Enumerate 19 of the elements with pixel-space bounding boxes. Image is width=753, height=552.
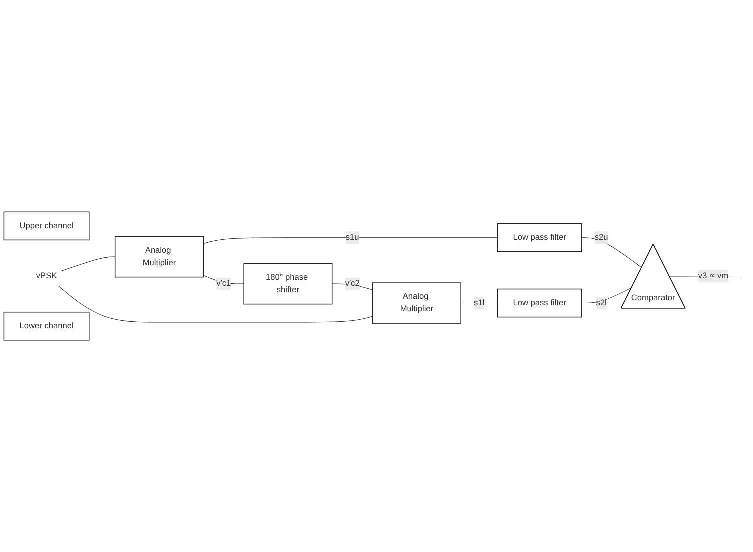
node-box: Analog Multiplier: [114, 236, 204, 278]
edge-label: s1l: [474, 298, 485, 308]
node-box: 180° phase shifter: [244, 263, 333, 304]
edge-label: v′c1: [216, 279, 232, 288]
node-box: Upper channel: [4, 211, 90, 240]
node-box: Analog Multiplier: [372, 282, 462, 324]
edge-label: v3 ∝ vm: [698, 271, 729, 280]
edge-label: s2u: [594, 232, 608, 242]
node-box: Lower channel: [4, 312, 90, 341]
node-box: Low pass filter: [497, 223, 582, 252]
node-box: Low pass filter: [497, 288, 582, 318]
connector: [582, 237, 642, 268]
edge-label: v′c2: [345, 279, 360, 288]
edge-label: s2l: [596, 298, 607, 308]
connector: [60, 256, 116, 272]
connector: [58, 286, 374, 322]
node-text: vPSK: [36, 271, 58, 280]
connector: [203, 237, 498, 244]
edge-label: s1u: [346, 232, 360, 242]
